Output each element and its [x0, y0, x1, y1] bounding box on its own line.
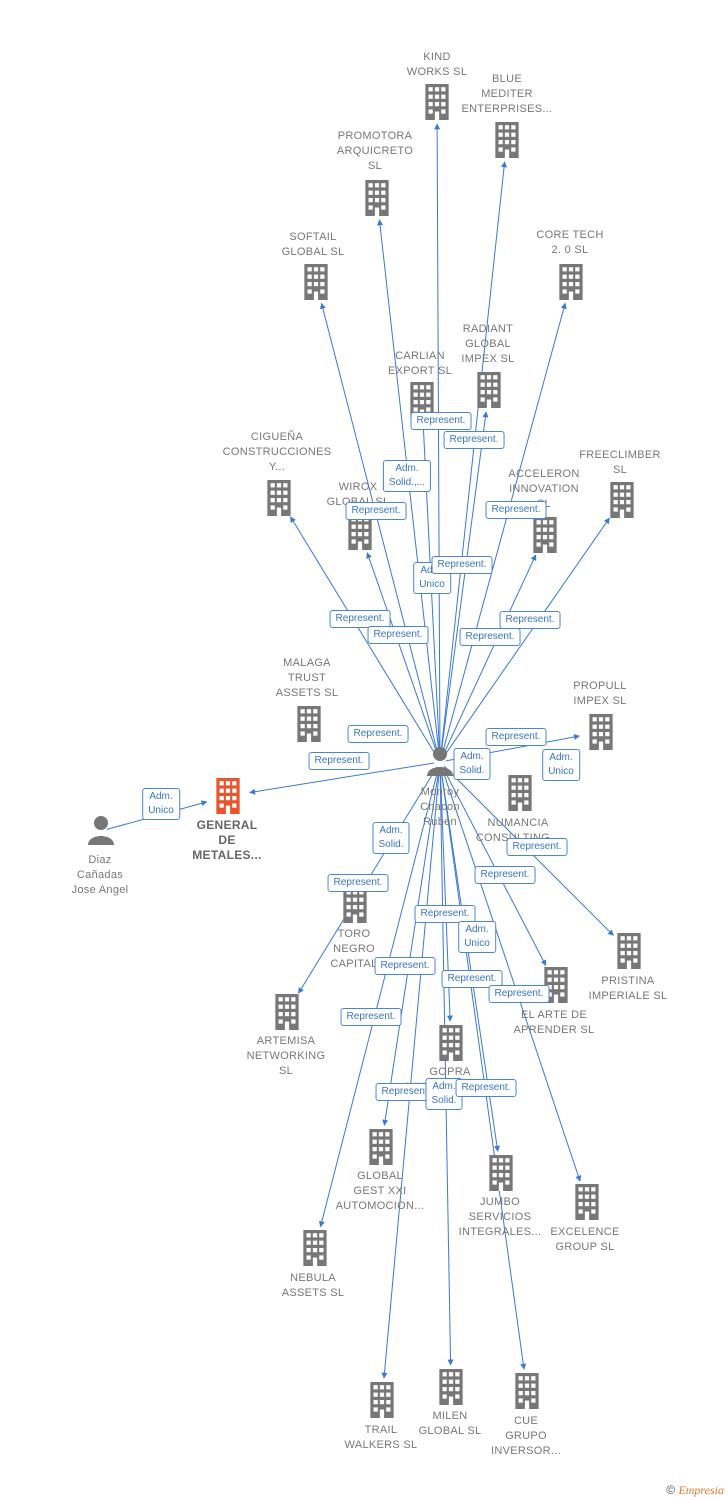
node-label-center[interactable]: Monroy Chacon Ruben	[420, 786, 460, 828]
node-label-promotora[interactable]: PROMOTORA ARQUICRETO SL	[336, 130, 414, 172]
edge-role-label: Represent.	[488, 985, 550, 1003]
edge-center-nebula	[318, 767, 439, 1228]
edge-role-label: Represent.	[308, 752, 370, 770]
edge-role-label: Adm. Unico	[142, 788, 180, 820]
node-label-toro[interactable]: TORO NEGRO CAPITAL	[330, 928, 378, 970]
edge-center-general	[249, 762, 435, 795]
edge-center-kind	[434, 123, 441, 757]
edge-role-label: Represent.	[347, 725, 409, 743]
edge-center-radiant	[440, 411, 489, 757]
node-label-propull[interactable]: PROPULL IMPEX SL	[573, 680, 627, 707]
edge-center-cue	[440, 767, 527, 1370]
building-icon-numancia[interactable]	[508, 775, 532, 811]
building-icon-ciguena[interactable]	[267, 480, 291, 516]
edge-center-excelence	[441, 767, 582, 1182]
edge-role-label: Represent.	[441, 970, 503, 988]
edge-role-label: Represent.	[506, 838, 568, 856]
edge-role-label: Represent.	[327, 874, 389, 892]
edge-role-label: Represent.	[443, 431, 505, 449]
node-label-softail[interactable]: SOFTAIL GLOBAL SL	[281, 231, 345, 258]
edge-center-globalgest	[382, 767, 440, 1126]
building-icon-excelence[interactable]	[575, 1184, 599, 1220]
building-icon-cue[interactable]	[515, 1373, 539, 1409]
node-label-radiant[interactable]: RADIANT GLOBAL IMPEX SL	[461, 323, 515, 365]
node-label-artemisa[interactable]: ARTEMISA NETWORKING SL	[246, 1035, 326, 1077]
edge-role-label: Represent.	[329, 610, 391, 628]
edge-role-label: Represent.	[499, 611, 561, 629]
copyright-symbol: ©	[666, 1483, 676, 1497]
building-icon-gopra[interactable]	[439, 1025, 463, 1061]
edge-role-label: Represent.	[340, 1008, 402, 1026]
edge-center-ciguena	[290, 516, 438, 758]
node-label-milen[interactable]: MILEN GLOBAL SL	[418, 1410, 482, 1437]
building-icon-promotora[interactable]	[365, 180, 389, 216]
brand-logo[interactable]: Empresia	[678, 1483, 724, 1497]
person-icon-diaz[interactable]	[88, 816, 114, 845]
building-icon-acceleron[interactable]	[533, 517, 557, 553]
edge-role-label: Represent.	[431, 556, 493, 574]
building-icon-core[interactable]	[559, 264, 583, 300]
node-label-carlian[interactable]: CARLIAN EXPORT SL	[387, 350, 453, 377]
node-label-trail[interactable]: TRAIL WALKERS SL	[344, 1424, 418, 1451]
edge-center-softail	[319, 302, 439, 757]
edge-role-label: Represent.	[374, 957, 436, 975]
edge-role-label: Adm. Solid.	[372, 822, 410, 854]
edge-role-label: Represent.	[367, 626, 429, 644]
node-label-nebula[interactable]: NEBULA ASSETS SL	[281, 1272, 345, 1299]
building-icon-propull[interactable]	[589, 714, 613, 750]
footer: © Empresia	[666, 1483, 724, 1498]
edge-role-label: Represent.	[455, 1079, 517, 1097]
node-label-blue[interactable]: BLUE MEDITER ENTERPRISES...	[461, 73, 553, 115]
building-icon-pristina[interactable]	[617, 933, 641, 969]
edge-role-label: Represent.	[375, 1083, 437, 1101]
node-label-ciguena[interactable]: CIGUEÑA CONSTRUCCIONES Y...	[222, 431, 332, 473]
node-label-general[interactable]: GENERAL DE METALES...	[192, 818, 262, 862]
node-label-cue[interactable]: CUE GRUPO INVERSOR...	[491, 1415, 561, 1457]
building-icon-general[interactable]	[216, 778, 240, 814]
edge-center-freeclimber	[443, 517, 610, 758]
building-icon-globalgest[interactable]	[369, 1129, 393, 1165]
edge-role-label: Represent.	[485, 501, 547, 519]
node-label-globalgest[interactable]: GLOBAL GEST XXI AUTOMOCION...	[335, 1170, 425, 1212]
building-icon-freeclimber[interactable]	[610, 482, 634, 518]
node-label-freeclimber[interactable]: FREECLIMBER SL	[579, 449, 661, 476]
node-label-malaga[interactable]: MALAGA TRUST ASSETS SL	[275, 657, 339, 699]
edge-center-core	[441, 302, 567, 757]
edge-role-label: Adm. Unico	[542, 749, 580, 781]
edge-center-wirox	[366, 552, 439, 757]
building-icon-nebula[interactable]	[303, 1230, 327, 1266]
edge-role-label: Represent.	[459, 628, 521, 646]
edge-center-trail	[381, 767, 440, 1379]
node-label-core[interactable]: CORE TECH 2. 0 SL	[536, 229, 604, 256]
node-label-diaz[interactable]: Diaz Cañadas Jose Angel	[71, 854, 129, 896]
building-icon-milen[interactable]	[439, 1369, 463, 1405]
edge-center-blue	[440, 161, 508, 757]
edge-center-milen	[439, 767, 454, 1366]
edge-role-label: Adm. Solid.,...	[382, 460, 432, 492]
edge-role-label: Represent.	[474, 866, 536, 884]
node-label-pristina[interactable]: PRISTINA IMPERIALE SL	[588, 975, 668, 1002]
building-icon-malaga[interactable]	[297, 706, 321, 742]
edge-role-label: Represent.	[485, 728, 547, 746]
edge-role-label: Represent.	[345, 502, 407, 520]
node-label-jumbo[interactable]: JUMBO SERVICIOS INTEGRALES...	[458, 1196, 542, 1238]
building-icon-toro[interactable]	[343, 887, 367, 923]
edge-role-label: Represent.	[410, 412, 472, 430]
edge-role-label: Adm. Unico	[458, 921, 496, 953]
node-label-elarte[interactable]: EL ARTE DE APRENDER SL	[513, 1009, 595, 1036]
edge-center-acceleron	[442, 554, 537, 757]
edge-role-label: Represent.	[414, 905, 476, 923]
building-icon-softail[interactable]	[304, 264, 328, 300]
person-icon-center[interactable]	[427, 747, 453, 776]
building-icon-jumbo[interactable]	[489, 1155, 513, 1191]
node-label-excelence[interactable]: EXCELENCE GROUP SL	[550, 1226, 620, 1253]
node-label-kind[interactable]: KIND WORKS SL	[406, 51, 468, 78]
edge-role-label: Adm. Solid.	[453, 748, 491, 780]
building-icon-artemisa[interactable]	[275, 994, 299, 1030]
building-icon-blue[interactable]	[495, 122, 519, 158]
